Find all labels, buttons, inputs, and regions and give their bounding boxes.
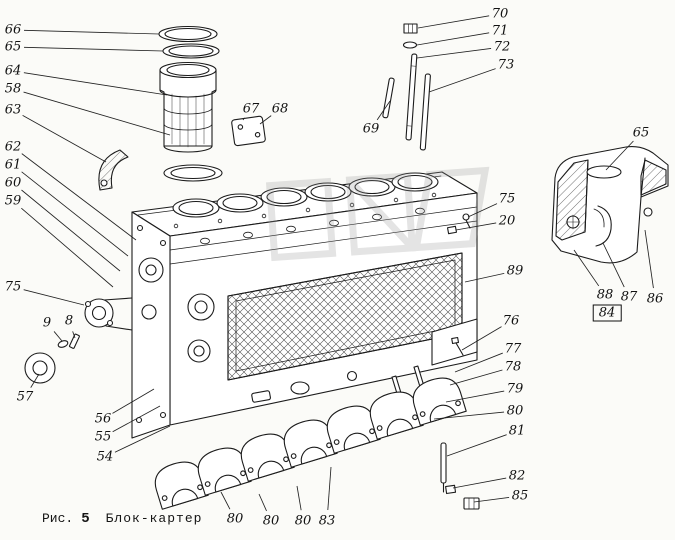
leader-line-82 bbox=[452, 477, 507, 489]
leader-line-88 bbox=[573, 249, 600, 287]
deck-bosses bbox=[173, 192, 437, 229]
leader-line-54 bbox=[114, 425, 171, 453]
caption-prefix: Рис. bbox=[42, 511, 74, 526]
engine-block-body bbox=[131, 171, 478, 439]
leader-line-77 bbox=[454, 352, 503, 373]
leader-line-73 bbox=[428, 68, 496, 93]
leader-line-75 bbox=[23, 289, 85, 306]
leader-line-79 bbox=[445, 390, 505, 403]
side-fasteners bbox=[446, 213, 471, 356]
leader-line-65 bbox=[605, 140, 634, 171]
leader-line-56 bbox=[112, 388, 155, 414]
figure-caption: Рис. 5 Блок-картер bbox=[42, 511, 202, 527]
leader-lines bbox=[21, 15, 654, 512]
studs bbox=[382, 23, 431, 151]
leader-line-71 bbox=[416, 32, 490, 46]
leader-line-70 bbox=[417, 15, 490, 29]
leader-line-89 bbox=[464, 272, 505, 283]
leader-line-75 bbox=[467, 203, 498, 218]
watermark bbox=[265, 166, 490, 262]
leader-line-80 bbox=[433, 411, 505, 420]
bolt-washer bbox=[57, 333, 80, 349]
leader-line-57 bbox=[30, 373, 40, 388]
leader-line-20 bbox=[455, 222, 497, 231]
leader-line-61 bbox=[21, 171, 129, 257]
bracket bbox=[98, 149, 129, 191]
leader-line-65 bbox=[23, 46, 164, 52]
leader-line-8 bbox=[72, 331, 76, 339]
leader-line-60 bbox=[21, 189, 121, 272]
leader-line-85 bbox=[473, 497, 510, 503]
leader-line-62 bbox=[21, 153, 137, 241]
leader-line-67 bbox=[242, 117, 245, 121]
leader-line-9 bbox=[53, 331, 63, 342]
leader-line-83 bbox=[327, 466, 332, 511]
leader-line-64 bbox=[23, 72, 168, 96]
leader-line-66 bbox=[23, 29, 160, 35]
bearing-caps bbox=[154, 377, 467, 510]
leader-line-80 bbox=[220, 491, 231, 510]
leader-line-81 bbox=[446, 434, 507, 457]
plug bbox=[24, 352, 56, 384]
bottom-studs bbox=[440, 442, 480, 510]
leader-line-78 bbox=[449, 369, 503, 386]
leader-line-80 bbox=[258, 493, 267, 512]
caption-title: Блок-картер bbox=[105, 511, 203, 526]
leader-line-58 bbox=[23, 91, 171, 136]
leader-line-86 bbox=[644, 229, 654, 289]
leader-line-63 bbox=[22, 114, 107, 163]
pump-flange bbox=[84, 297, 133, 331]
leader-line-87 bbox=[602, 242, 625, 288]
leader-line-68 bbox=[259, 115, 272, 125]
cylinder-bores bbox=[172, 172, 439, 218]
leader-line-76 bbox=[461, 326, 502, 351]
leader-line-72 bbox=[416, 47, 492, 59]
leader-line-80 bbox=[296, 485, 302, 511]
water-holes bbox=[200, 207, 425, 245]
cover-plate bbox=[231, 115, 266, 147]
section-detail bbox=[551, 146, 669, 264]
leader-line-55 bbox=[112, 405, 161, 433]
figure-number: 5 bbox=[81, 511, 90, 527]
leader-line-59 bbox=[21, 207, 114, 288]
leader-line-69 bbox=[376, 100, 391, 121]
cylinder-liner-assembly bbox=[158, 25, 223, 182]
